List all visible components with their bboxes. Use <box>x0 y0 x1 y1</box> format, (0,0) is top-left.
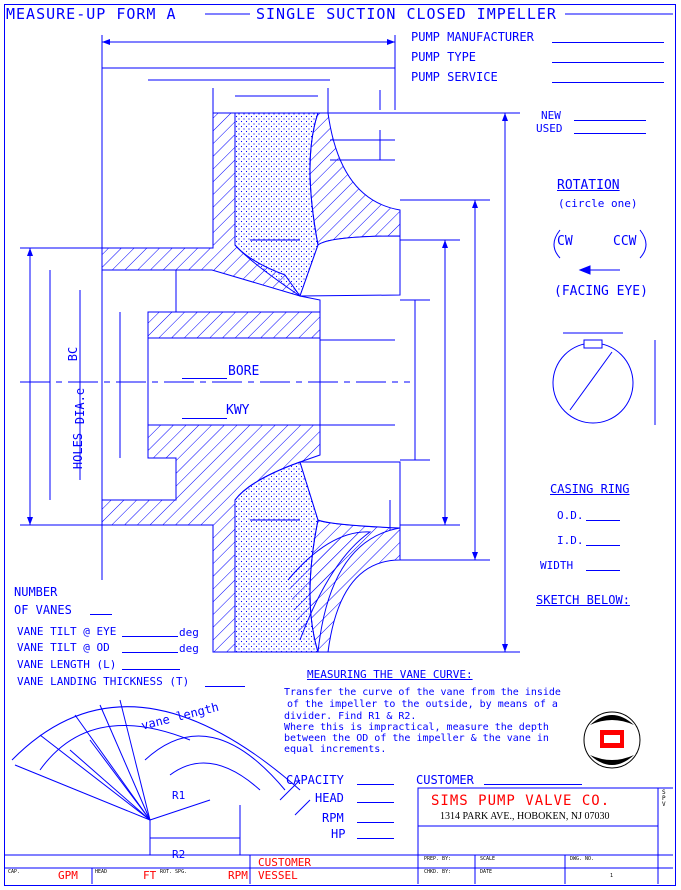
hp-field[interactable] <box>357 838 394 839</box>
measuring-line-5: between the OD of the impeller & the van… <box>284 733 549 744</box>
sheet-mark: 1 <box>610 873 614 879</box>
hp-label: HP <box>331 827 346 841</box>
sketch-below-label: SKETCH BELOW: <box>536 593 630 607</box>
ft-unit: FT <box>143 869 157 882</box>
vane-tilt-eye-label: VANE TILT @ EYE <box>17 625 117 638</box>
form-title: MEASURE-UP FORM A <box>6 5 177 23</box>
gpm-unit: GPM <box>58 869 78 882</box>
spg-label: ROT. SPG. <box>160 869 188 875</box>
facing-eye-label: (FACING EYE) <box>554 284 648 299</box>
customer-field[interactable] <box>484 784 582 785</box>
casing-od-field[interactable] <box>586 520 620 521</box>
company-address: 1314 PARK AVE., HOBOKEN, NJ 07030 <box>440 811 610 822</box>
dwg-no-label: DWG. NO. <box>570 856 595 862</box>
casing-od-label: O.D. <box>557 509 584 522</box>
rotation-cw-option[interactable]: CW <box>557 234 573 249</box>
r2-label: R2 <box>172 848 186 861</box>
bore-field[interactable] <box>182 378 227 379</box>
bore-label: BORE <box>228 364 260 379</box>
rotation-ccw-option[interactable]: CCW <box>613 234 637 249</box>
used-field[interactable] <box>574 133 646 134</box>
kwy-field[interactable] <box>182 418 227 419</box>
capacity-field[interactable] <box>357 784 394 785</box>
casing-width-field[interactable] <box>586 570 620 571</box>
pump-type-field[interactable] <box>552 62 664 63</box>
pump-manufacturer-label: PUMP MANUFACTURER <box>411 30 534 44</box>
vessel-label: VESSEL <box>258 869 298 882</box>
casing-id-field[interactable] <box>586 545 620 546</box>
vane-landing-field[interactable] <box>205 686 245 687</box>
cap-label: CAP. <box>8 869 21 875</box>
casing-width-label: WIDTH <box>540 559 574 572</box>
measuring-line-2: of the impeller to the outside, by means… <box>287 699 558 710</box>
holes-label: HOLES <box>71 432 86 470</box>
side-logo-text: S P V <box>662 789 666 808</box>
number-of-vanes-field[interactable] <box>90 614 112 615</box>
rotation-hint: (circle one) <box>558 197 638 210</box>
measuring-line-1: Transfer the curve of the vane from the … <box>284 687 561 698</box>
dia-label: DIA.e <box>73 387 88 425</box>
pump-type-label: PUMP TYPE <box>411 50 477 64</box>
chkd-by-label: CHKD. BY: <box>424 869 452 875</box>
used-label: USED <box>536 122 563 135</box>
company-name: SIMS PUMP VALVE CO. <box>431 793 611 809</box>
pump-service-label: PUMP SERVICE <box>411 70 498 84</box>
scale-label: SCALE <box>480 856 496 862</box>
vane-tilt-od-field[interactable] <box>122 652 178 653</box>
bottom-customer-label: CUSTOMER <box>258 856 311 869</box>
casing-ring-title: CASING RING <box>550 482 630 496</box>
capacity-label: CAPACITY <box>286 773 344 787</box>
rotation-title: ROTATION <box>557 178 620 193</box>
number-of-vanes-label-1: NUMBER <box>14 585 58 599</box>
vane-length-field[interactable] <box>122 669 180 670</box>
bc-label: BC <box>66 346 81 362</box>
vane-length-label: VANE LENGTH (L) <box>17 658 117 671</box>
rpm-label: RPM <box>322 811 344 825</box>
measuring-line-4: Where this is impractical, measure the d… <box>284 722 549 733</box>
new-field[interactable] <box>574 120 646 121</box>
head-label: HEAD <box>315 791 344 805</box>
bottom-head-label: HEAD <box>95 869 108 875</box>
prep-by-label: PREP. BY: <box>424 856 452 862</box>
pump-manufacturer-field[interactable] <box>552 42 664 43</box>
rpm-unit: RPM <box>228 869 248 882</box>
head-field[interactable] <box>357 802 394 803</box>
measuring-title: MEASURING THE VANE CURVE: <box>307 668 473 681</box>
measuring-line-6: equal increments. <box>284 744 387 755</box>
kwy-label: KWY <box>226 403 250 418</box>
number-of-vanes-label-2: OF VANES <box>14 603 72 617</box>
pump-service-field[interactable] <box>552 82 664 83</box>
measuring-line-3: divider. Find R1 & R2. <box>284 711 417 722</box>
r1-label: R1 <box>172 789 186 802</box>
vane-tilt-od-label: VANE TILT @ OD <box>17 641 110 654</box>
vane-landing-label: VANE LANDING THICKNESS (T) <box>17 675 190 688</box>
rpm-field[interactable] <box>357 822 394 823</box>
vane-tilt-eye-field[interactable] <box>122 636 178 637</box>
vane-tilt-eye-deg: deg <box>179 626 199 639</box>
date-label: DATE <box>480 869 493 875</box>
new-label: NEW <box>541 109 561 122</box>
sheet-border <box>4 4 676 886</box>
vane-tilt-od-deg: deg <box>179 642 199 655</box>
impeller-type-title: SINGLE SUCTION CLOSED IMPELLER <box>256 5 557 23</box>
casing-id-label: I.D. <box>557 534 584 547</box>
customer-label: CUSTOMER <box>416 773 474 787</box>
